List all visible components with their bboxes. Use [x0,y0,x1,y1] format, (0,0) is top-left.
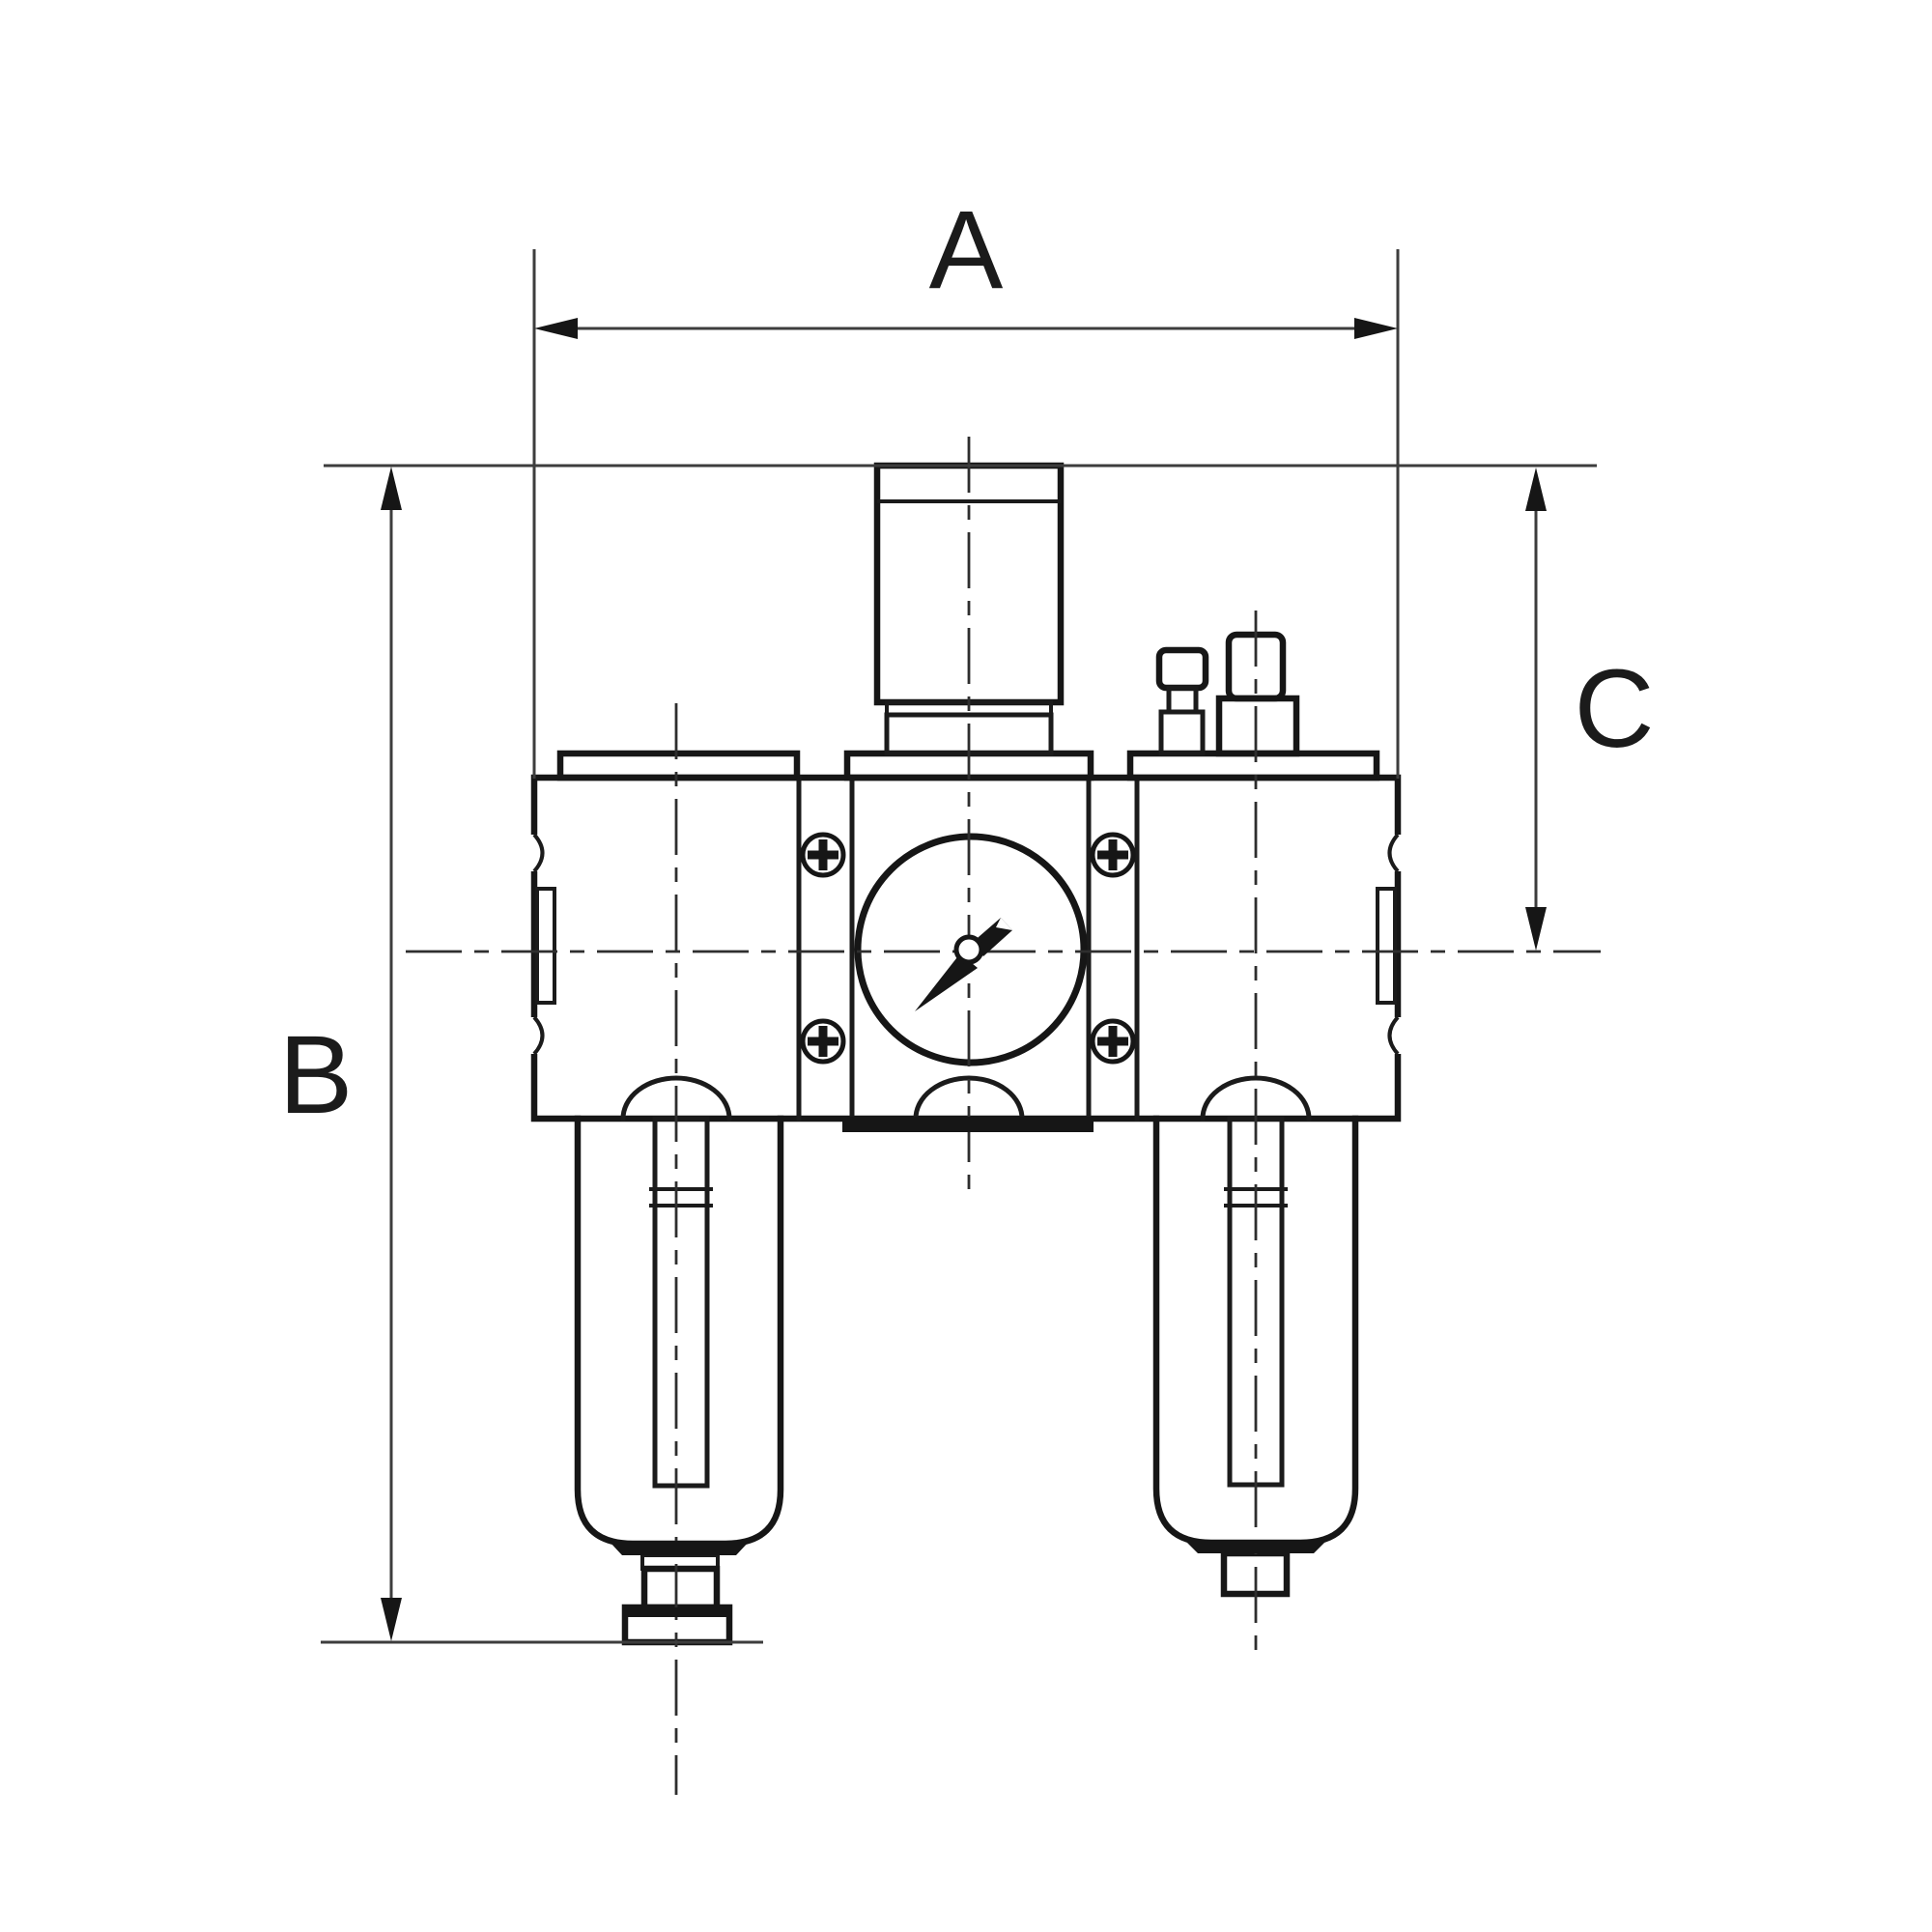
lubricator-top-cap [1126,750,1380,781]
filter-sight-tube [652,1116,710,1489]
regulator-base-strip [842,1117,1094,1132]
gauge-needle [915,918,1012,1011]
dimensioning: A B C [279,188,1655,1644]
dim-a-arrow-right [1354,318,1398,339]
lubricator-fittings [1155,631,1300,757]
gauge-face [854,833,1088,1066]
filter-bowl [574,1115,784,1548]
dim-b-arrow-top [381,467,402,510]
screw-top-right [1090,832,1136,878]
left-upper-notch [532,833,545,873]
screw-bottom-right [1090,1018,1136,1065]
sight-plug [1155,646,1209,756]
filter-bowl-seal-band [609,1541,750,1555]
dim-a-arrow-left [534,318,578,339]
frl-assembly [528,462,1404,1646]
oil-fill-cap [1215,631,1300,757]
right-port-boss [1376,833,1404,1056]
right-port-slot [1376,887,1397,1005]
dimension-b: B [279,467,402,1641]
filled-details [609,918,1327,1617]
lubricator-bottom-arch [1200,1075,1312,1122]
filter-top-cap [556,750,801,781]
needle-pointer [915,953,978,1011]
dim-c-arrow-bottom [1525,907,1547,951]
left-port-slot [535,887,556,1005]
right-lower-notch [1387,1015,1400,1056]
needle-hub [953,934,984,965]
left-lower-notch [532,1015,545,1056]
dim-a-label: A [929,188,1004,312]
dimension-c: C [1525,468,1655,951]
needle-tail-notch [996,918,1012,930]
filter-bowl-outline [574,1115,784,1548]
filter-bottom-arch [620,1075,732,1122]
dim-c-arrow-top [1525,468,1547,511]
drain-neck [640,1565,721,1611]
regulator-bottom-arch [913,1075,1025,1122]
dimension-a: A [532,188,1400,779]
lubricator-bowl-seal-band [1184,1540,1327,1553]
right-upper-notch [1387,833,1400,873]
dim-b-arrow-bottom [381,1598,402,1641]
fastener-screws [800,832,1136,1065]
screw-top-left [800,832,846,878]
left-port-boss [528,833,556,1056]
dim-b-label: B [279,1013,354,1137]
screw-bottom-left [800,1018,846,1065]
drain-nut-top-band [625,1607,729,1617]
dim-c-label: C [1574,647,1654,771]
